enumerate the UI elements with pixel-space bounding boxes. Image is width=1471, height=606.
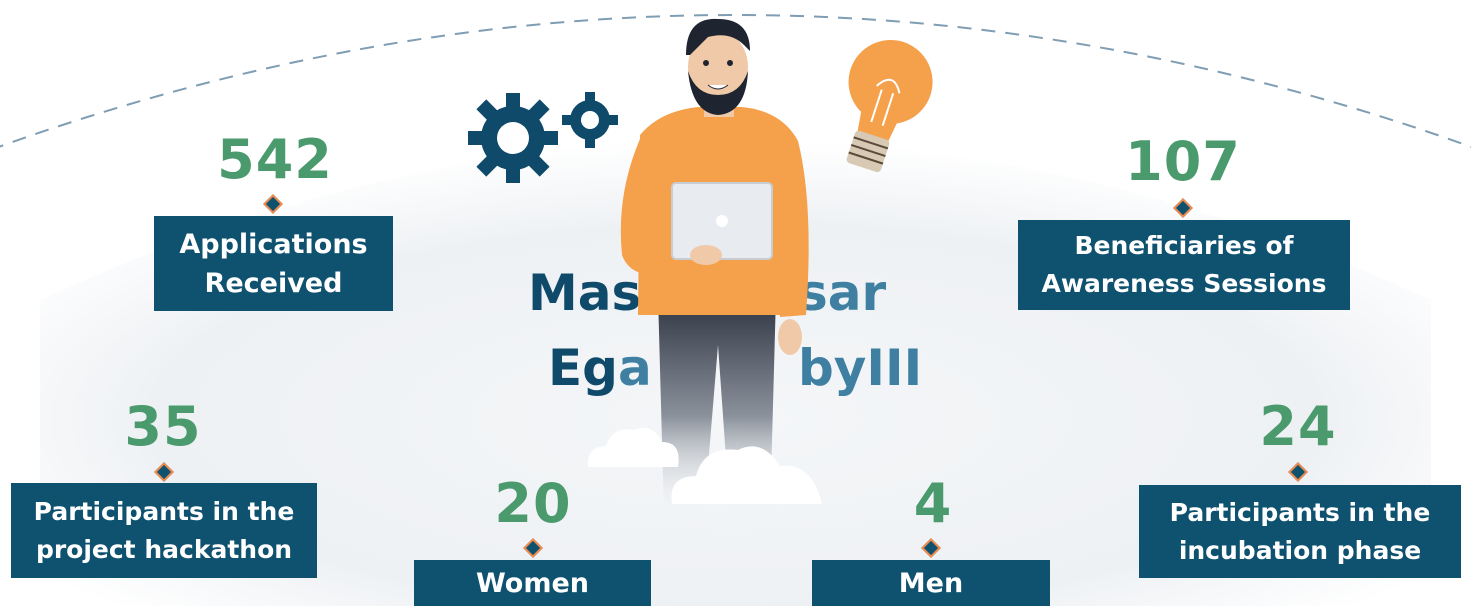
label-line: Received [204,267,343,299]
stat-number-hackathon: 35 [124,395,202,458]
label-line: incubation phase [1178,535,1422,565]
label-line: Participants in the [1169,497,1431,527]
logo-text: a [617,339,652,397]
label-line: Applications [179,228,368,260]
logo-line-1: Mas [528,268,641,318]
logo-text: Mas [528,264,642,322]
label-line: Beneficiaries of [1074,231,1294,260]
stat-label-hackathon: Participants in the project hackathon [11,483,317,578]
stat-number-awareness: 107 [1125,130,1241,193]
stat-number-applications: 542 [217,128,333,191]
cloud-icon [671,446,822,504]
stat-label-applications: Applications Received [154,216,393,311]
gears-icon [468,92,618,183]
label-line: project hackathon [35,534,293,564]
logo-line-2-right: byIII [798,343,922,393]
logo-text: Eg [548,339,618,397]
cloud-icon [587,427,679,467]
lightbulb-icon [846,39,933,173]
stat-number-women: 20 [494,472,572,535]
logo-line-2: Ega [548,343,652,393]
stat-label-women: Women [414,560,651,606]
stat-number-incubation: 24 [1259,395,1337,458]
label-line: Participants in the [33,496,295,526]
stat-label-men: Men [812,560,1050,606]
logo-line-1-right: sar [798,268,886,318]
stat-label-awareness: Beneficiaries of Awareness Sessions [1018,220,1350,310]
label-line: Awareness Sessions [1041,269,1327,298]
logo-text: sar [798,264,887,322]
stat-label-incubation: Participants in the incubation phase [1139,485,1461,578]
logo-text: byIII [798,339,923,397]
stat-number-men: 4 [913,472,953,535]
